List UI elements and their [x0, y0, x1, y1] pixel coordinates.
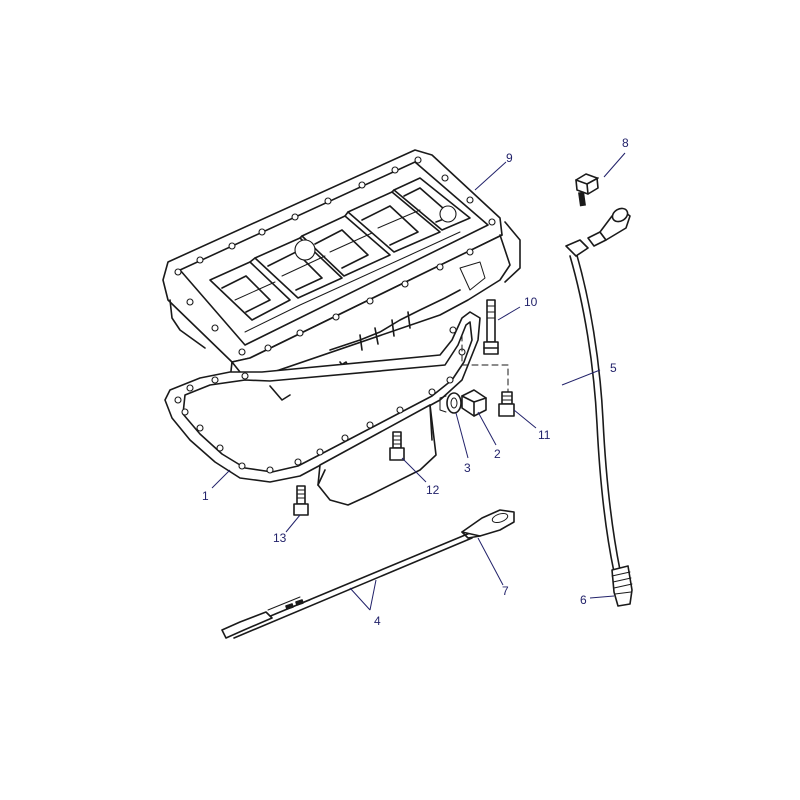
dipstick-4	[221, 532, 473, 639]
callout-10: 10	[524, 295, 538, 309]
gasket-bolt-holes	[174, 326, 466, 474]
bolt-10	[483, 299, 499, 355]
callout-8: 8	[622, 136, 629, 150]
bolt-8	[575, 173, 599, 207]
callout-5: 5	[610, 361, 617, 375]
callout-2: 2	[494, 447, 501, 461]
flange-bolt-holes	[174, 156, 496, 356]
upper-oil-pan	[162, 149, 521, 393]
drain-plug-2	[461, 389, 487, 417]
washer-3	[439, 392, 462, 414]
dipstick-handle-7	[461, 509, 515, 539]
callout-numbers: 1 2 3 4 5 6 7 8 9 10 11 12 13	[202, 136, 629, 628]
callout-1: 1	[202, 489, 209, 503]
bearing-webs	[209, 177, 471, 333]
callout-9: 9	[506, 151, 513, 165]
bolt-11	[498, 391, 515, 417]
leader-lines	[211, 152, 626, 611]
callout-13: 13	[273, 531, 287, 545]
callout-6: 6	[580, 593, 587, 607]
callout-12: 12	[426, 483, 440, 497]
callout-4: 4	[374, 614, 381, 628]
callout-7: 7	[502, 584, 509, 598]
gasket-lower-pan	[164, 311, 481, 506]
callout-3: 3	[464, 461, 471, 475]
bolt-13	[293, 485, 309, 516]
dipstick-tube	[565, 207, 631, 573]
callout-11: 11	[538, 428, 551, 442]
tube-seal-6	[611, 565, 633, 607]
bolt-12	[389, 431, 405, 461]
